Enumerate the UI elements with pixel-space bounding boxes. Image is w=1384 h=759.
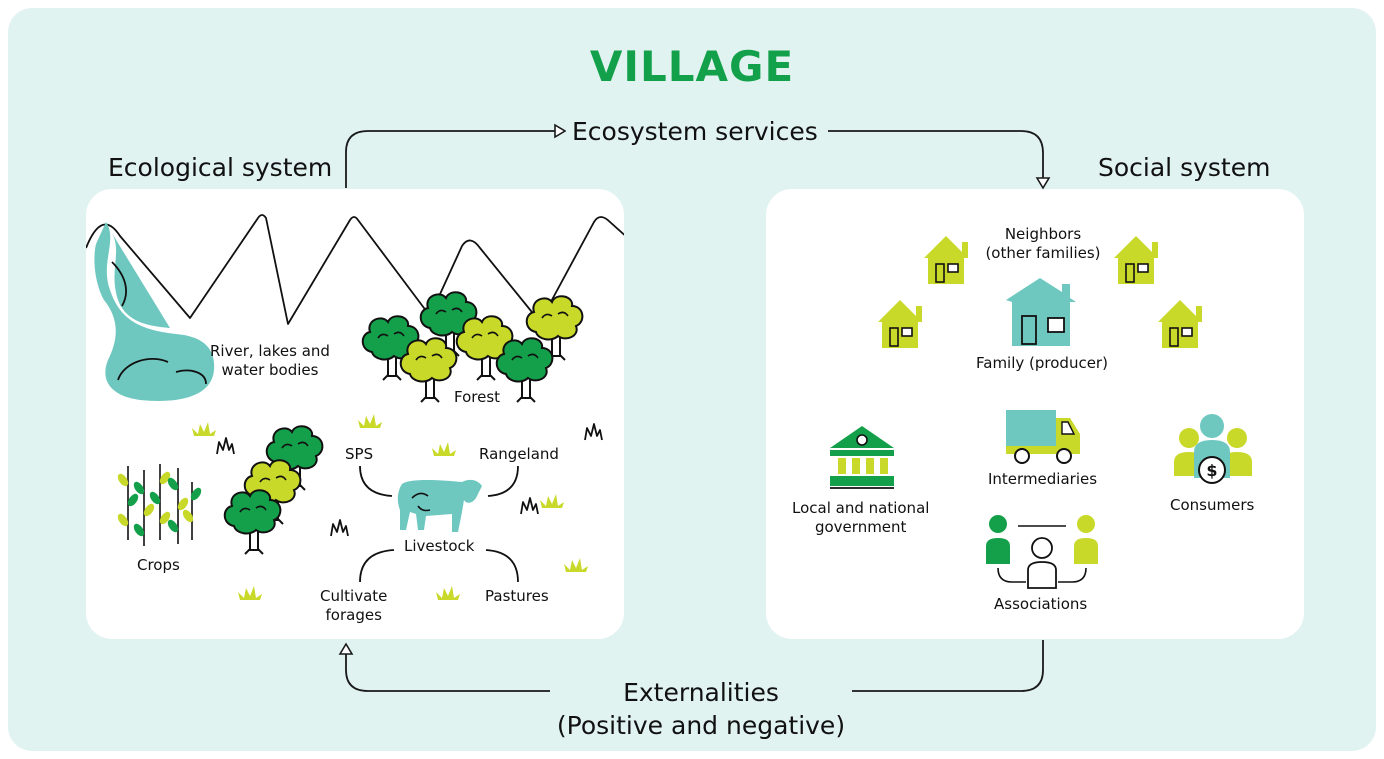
arrow-icon bbox=[338, 642, 354, 655]
rangeland-label: Rangeland bbox=[479, 445, 559, 463]
pastures-label: Pastures bbox=[485, 587, 549, 605]
house-icon bbox=[923, 235, 969, 285]
truck-icon bbox=[1006, 410, 1080, 464]
ecological-system-heading: Ecological system bbox=[108, 153, 333, 182]
association-people-icon bbox=[986, 515, 1098, 589]
neighbors-label: Neighbors(other families) bbox=[985, 225, 1101, 262]
externalities-line1: Externalities bbox=[623, 678, 779, 707]
consumers-label: Consumers bbox=[1170, 496, 1255, 514]
associations-label: Associations bbox=[994, 595, 1088, 613]
mountain-range-icon bbox=[86, 214, 624, 325]
government-building-icon bbox=[830, 426, 894, 489]
social-system-heading: Social system bbox=[1098, 153, 1271, 182]
family-producer-label: Family (producer) bbox=[976, 354, 1108, 372]
river-icon bbox=[94, 222, 215, 401]
crop-leaves bbox=[117, 471, 202, 537]
house-icon bbox=[1006, 278, 1076, 346]
intermediaries-label: Intermediaries bbox=[988, 470, 1098, 488]
house-icon bbox=[1113, 235, 1159, 285]
ecological-system-panel bbox=[86, 189, 624, 639]
cow-icon bbox=[397, 479, 482, 532]
livestock-label: Livestock bbox=[404, 537, 475, 555]
arrow-icon bbox=[554, 123, 567, 139]
externalities-line2: (Positive and negative) bbox=[556, 711, 846, 740]
house-icon bbox=[1157, 299, 1203, 349]
svg-text:$: $ bbox=[1206, 461, 1217, 480]
externalities-label: Externalities (Positive and negative) bbox=[550, 676, 852, 742]
ecosystem-services-label: Ecosystem services bbox=[566, 115, 824, 148]
consumers-icon: $ bbox=[1174, 414, 1252, 484]
arrow-icon bbox=[1035, 177, 1051, 190]
house-icon bbox=[877, 299, 923, 349]
page-title: VILLAGE bbox=[589, 42, 795, 91]
sps-label: SPS bbox=[345, 445, 374, 463]
crops-label: Crops bbox=[137, 556, 180, 574]
externalities-arrow-line bbox=[828, 640, 1044, 692]
forest-label: Forest bbox=[454, 388, 501, 406]
ecosystem-services-arrow-line bbox=[345, 130, 555, 188]
